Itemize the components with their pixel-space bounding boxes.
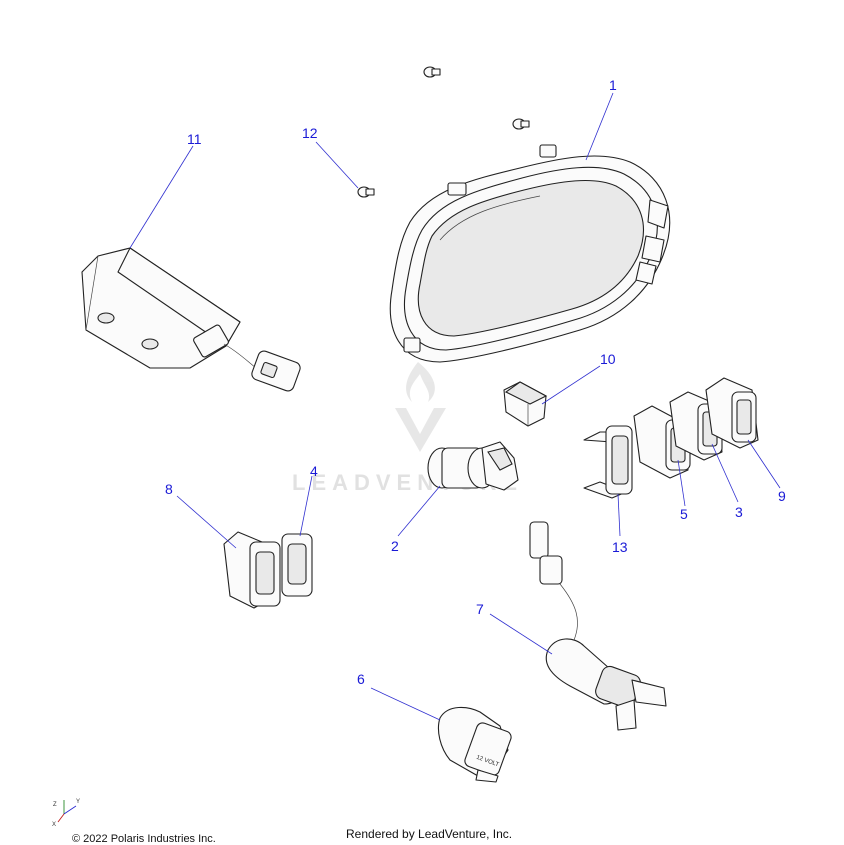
callout-12[interactable]: 12 [302, 125, 318, 141]
callout-labels: 1 2 3 4 5 6 7 8 9 10 11 12 13 [165, 77, 786, 687]
leader-6 [370, 687, 441, 721]
callout-13[interactable]: 13 [612, 539, 628, 555]
leader-10 [541, 365, 601, 405]
leader-13 [617, 493, 621, 537]
part-4-rocker-switch[interactable] [281, 533, 313, 597]
leader-11 [129, 145, 194, 249]
leader-8 [176, 495, 237, 549]
screw [423, 66, 441, 78]
callout-1[interactable]: 1 [609, 77, 617, 93]
leader-lines [129, 92, 781, 721]
leader-12 [315, 141, 359, 189]
screw [357, 186, 375, 198]
callout-3[interactable]: 3 [735, 504, 743, 520]
leader-1 [585, 92, 614, 161]
part-13-switch-bracket[interactable] [583, 425, 633, 499]
leader-3 [711, 443, 739, 503]
axis-x-label: X [52, 822, 56, 828]
part-12-screws[interactable] [357, 66, 530, 198]
callout-2[interactable]: 2 [391, 538, 399, 554]
leader-7 [489, 613, 553, 655]
part-9-rocker-switch[interactable] [705, 377, 759, 449]
callout-10[interactable]: 10 [600, 351, 616, 367]
callout-4[interactable]: 4 [310, 463, 318, 479]
callout-7[interactable]: 7 [476, 601, 484, 617]
leader-5 [677, 459, 686, 507]
callout-11[interactable]: 11 [187, 131, 202, 147]
watermark-logo [395, 362, 446, 452]
part-2-key-switch[interactable] [427, 441, 519, 491]
axis-triad: Z Y X [52, 799, 80, 828]
part-11-control-module[interactable] [81, 247, 302, 393]
copyright-notice: © 2022 Polaris Industries Inc. [72, 833, 216, 845]
rendered-by-credit: Rendered by LeadVenture, Inc. [346, 827, 513, 841]
leader-4 [299, 475, 313, 537]
callout-5[interactable]: 5 [680, 506, 688, 522]
leader-2 [397, 485, 441, 537]
part-10-switch[interactable] [503, 381, 548, 427]
part-6-12-volt-outlet[interactable]: 12 VOLT [437, 706, 512, 783]
axis-z-label: Z [53, 802, 57, 808]
part-1-instrument-cluster[interactable] [389, 144, 671, 363]
callout-8[interactable]: 8 [165, 481, 173, 497]
screw [512, 118, 530, 130]
axis-y-label: Y [76, 799, 80, 805]
callout-6[interactable]: 6 [357, 671, 365, 687]
part-8-rocker-switch[interactable] [223, 531, 281, 609]
part-7-accessory-plug[interactable] [529, 521, 667, 731]
callout-9[interactable]: 9 [778, 488, 786, 504]
leader-9 [747, 439, 781, 489]
